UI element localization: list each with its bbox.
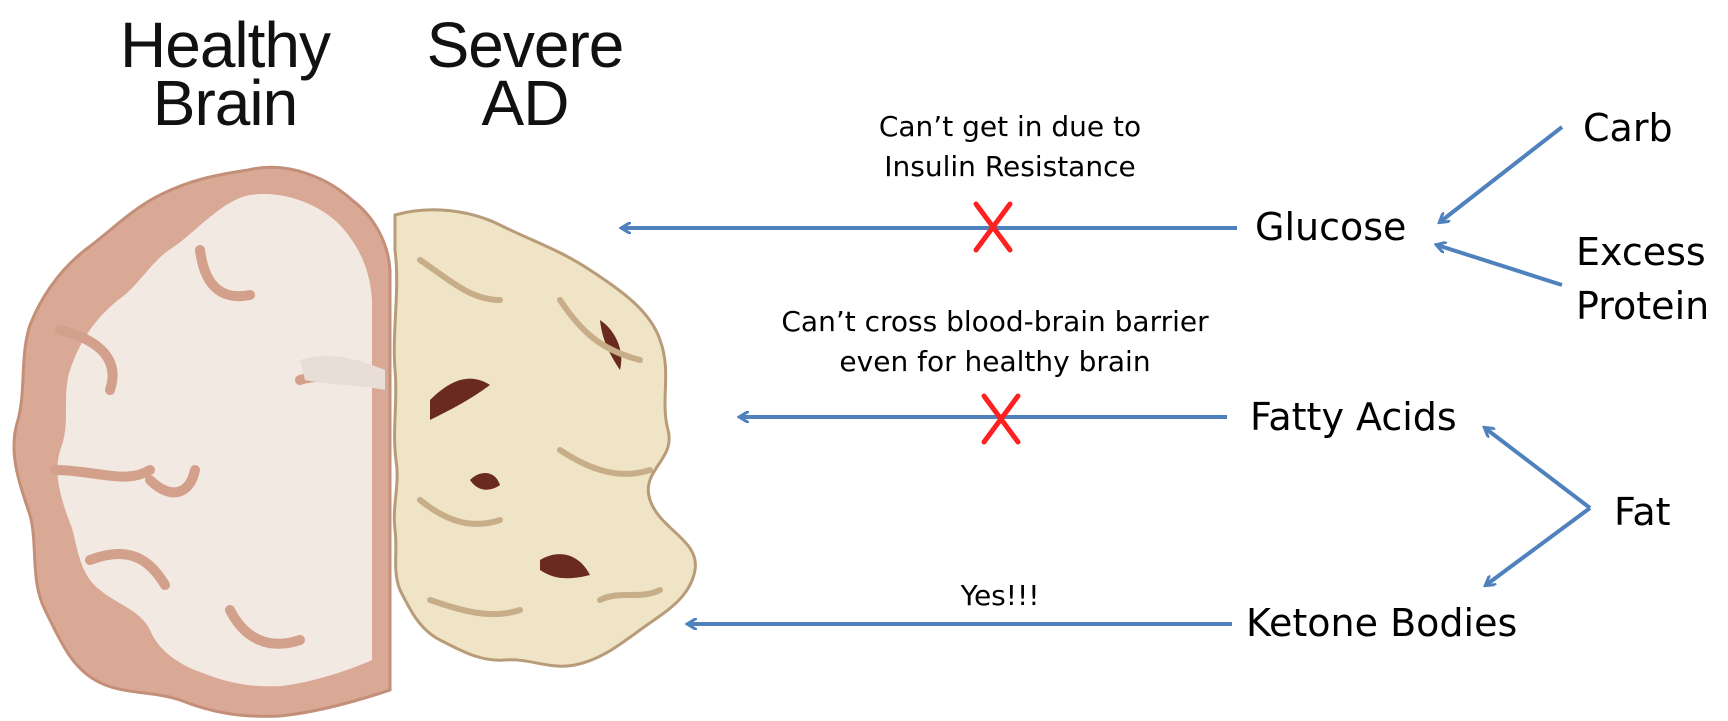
carb-to-glucose-arrow [1440, 127, 1562, 222]
fat-to-ketone-arrow [1486, 508, 1590, 585]
protein-to-glucose-arrow [1437, 245, 1562, 285]
fatty-block-note: Can’t cross blood-brain barrier even for… [745, 302, 1245, 382]
fatty-acids-label: Fatty Acids [1250, 395, 1457, 439]
excess-protein-line-1: Excess [1576, 225, 1709, 279]
carb-label: Carb [1583, 106, 1673, 150]
fatty-note-line-1: Can’t cross blood-brain barrier [745, 302, 1245, 342]
ketone-ok-note: Yes!!! [900, 576, 1100, 616]
glucose-block-note: Can’t get in due to Insulin Resistance [810, 107, 1210, 187]
glucose-note-line-1: Can’t get in due to [810, 107, 1210, 147]
fatty-note-line-2: even for healthy brain [745, 342, 1245, 382]
ketone-bodies-label: Ketone Bodies [1246, 601, 1517, 645]
glucose-note-line-2: Insulin Resistance [810, 147, 1210, 187]
excess-protein-line-2: Protein [1576, 279, 1709, 333]
fat-to-fatty-acids-arrow [1485, 428, 1590, 508]
excess-protein-label: Excess Protein [1576, 225, 1709, 333]
fat-label: Fat [1614, 490, 1671, 534]
glucose-label: Glucose [1255, 205, 1406, 249]
